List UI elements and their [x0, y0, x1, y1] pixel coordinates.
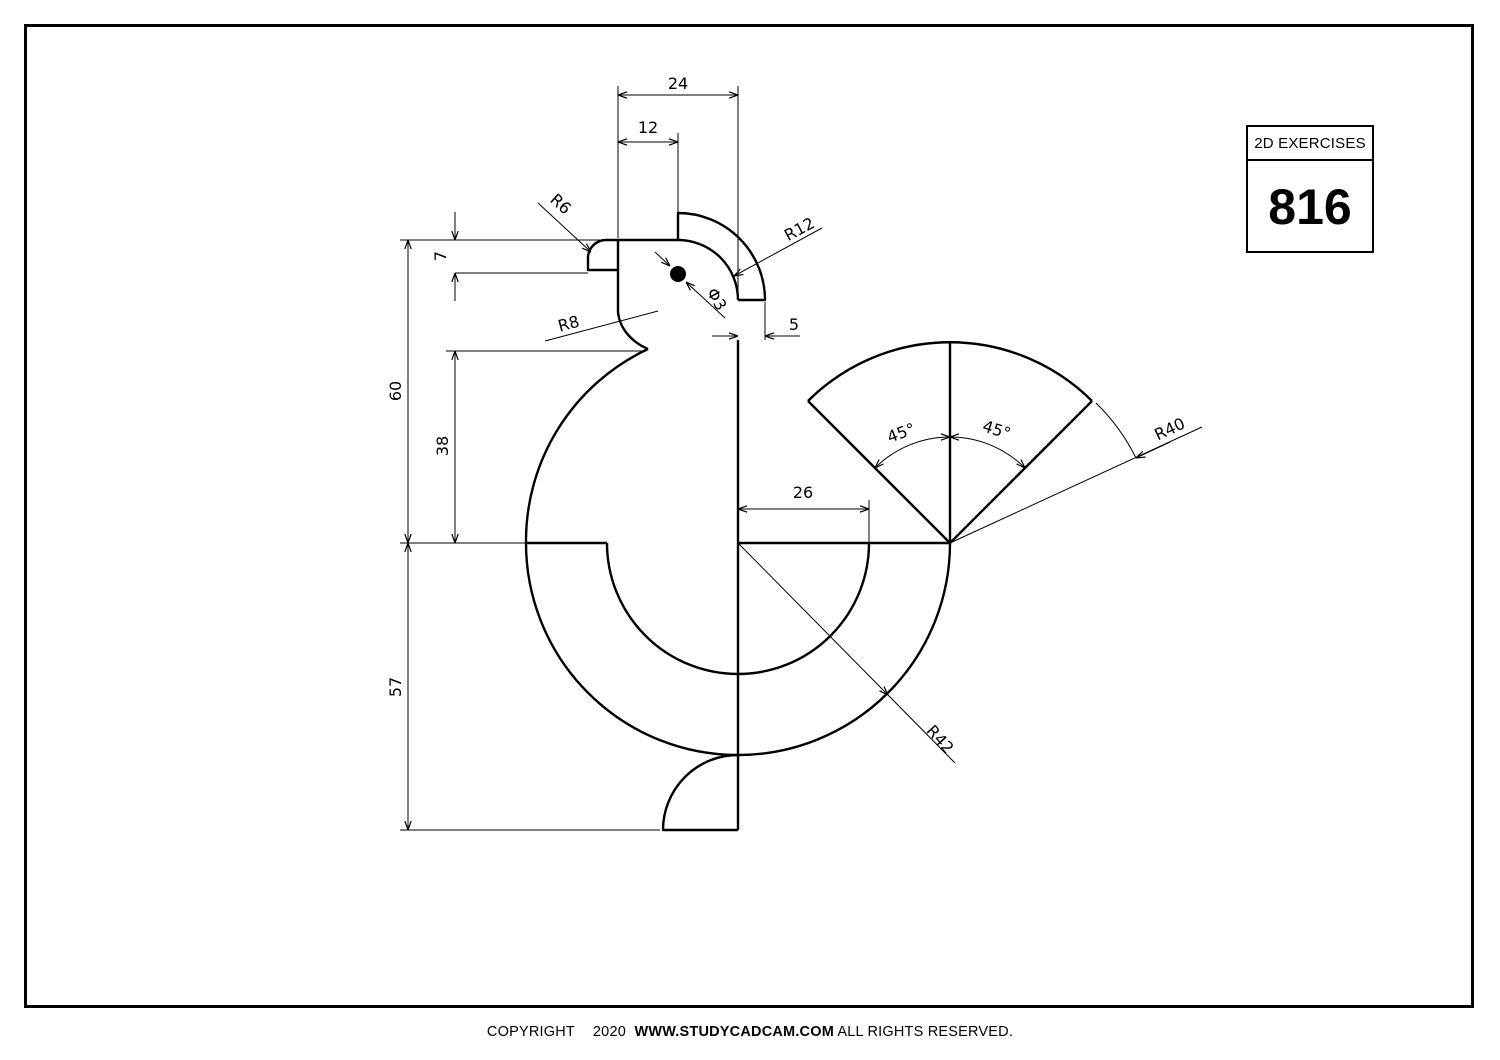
beak-shape [586, 238, 618, 272]
eye-dot [670, 266, 686, 282]
dim-r40-label: R40 [1151, 414, 1188, 445]
dimension-lines [400, 86, 1203, 831]
title-block: 2D EXERCISES 816 [1246, 125, 1374, 253]
dim-24-label: 24 [668, 74, 688, 93]
dim-12-label: 12 [638, 118, 658, 137]
fan-left-edge [807, 400, 951, 544]
dim-38-label: 38 [433, 436, 452, 456]
dim-r8-label: R8 [556, 312, 581, 336]
dim-angle-left-label: 45° [885, 419, 918, 447]
dimension-labels: 24 12 R6 7 R12 Φ3 5 R8 60 38 57 26 45° 4… [386, 74, 1188, 757]
dim-r6-label: R6 [546, 190, 575, 218]
neck-curve [616, 238, 678, 351]
foot-shape [661, 753, 739, 832]
dim-5-label: 5 [789, 315, 799, 334]
dim-26-label: 26 [793, 483, 813, 502]
dim-60-label: 60 [386, 381, 405, 401]
dim-angle-right-label: 45° [980, 416, 1013, 443]
drawing-border [24, 24, 1474, 1008]
comb-shape [676, 211, 767, 302]
dim-57-label: 57 [386, 677, 405, 697]
rights-text: ALL RIGHTS RESERVED. [837, 1024, 1014, 1040]
dim-r42-label: R42 [922, 721, 957, 757]
dim-dia3-label: Φ3 [703, 285, 731, 314]
rooster-outline [524, 211, 1093, 832]
fan-arc [807, 341, 1093, 402]
copyright-year: 2020 [592, 1024, 626, 1040]
copyright-text: COPYRIGHT [486, 1024, 575, 1040]
head-arc [677, 238, 740, 301]
tail-outer-arc [524, 542, 952, 757]
tail-inner-arc [605, 542, 871, 676]
title-heading: 2D EXERCISES [1248, 127, 1372, 161]
body-upper-arc [524, 347, 649, 544]
website-link[interactable]: WWW.STUDYCADCAM.COM [634, 1024, 834, 1040]
exercise-number: 816 [1268, 179, 1352, 235]
copyright-footer: COPYRIGHT 2020 WWW.STUDYCADCAM.COM ALL RI… [0, 1024, 1500, 1040]
fan-right-edge [949, 400, 1093, 544]
dim-7-label: 7 [431, 251, 450, 261]
